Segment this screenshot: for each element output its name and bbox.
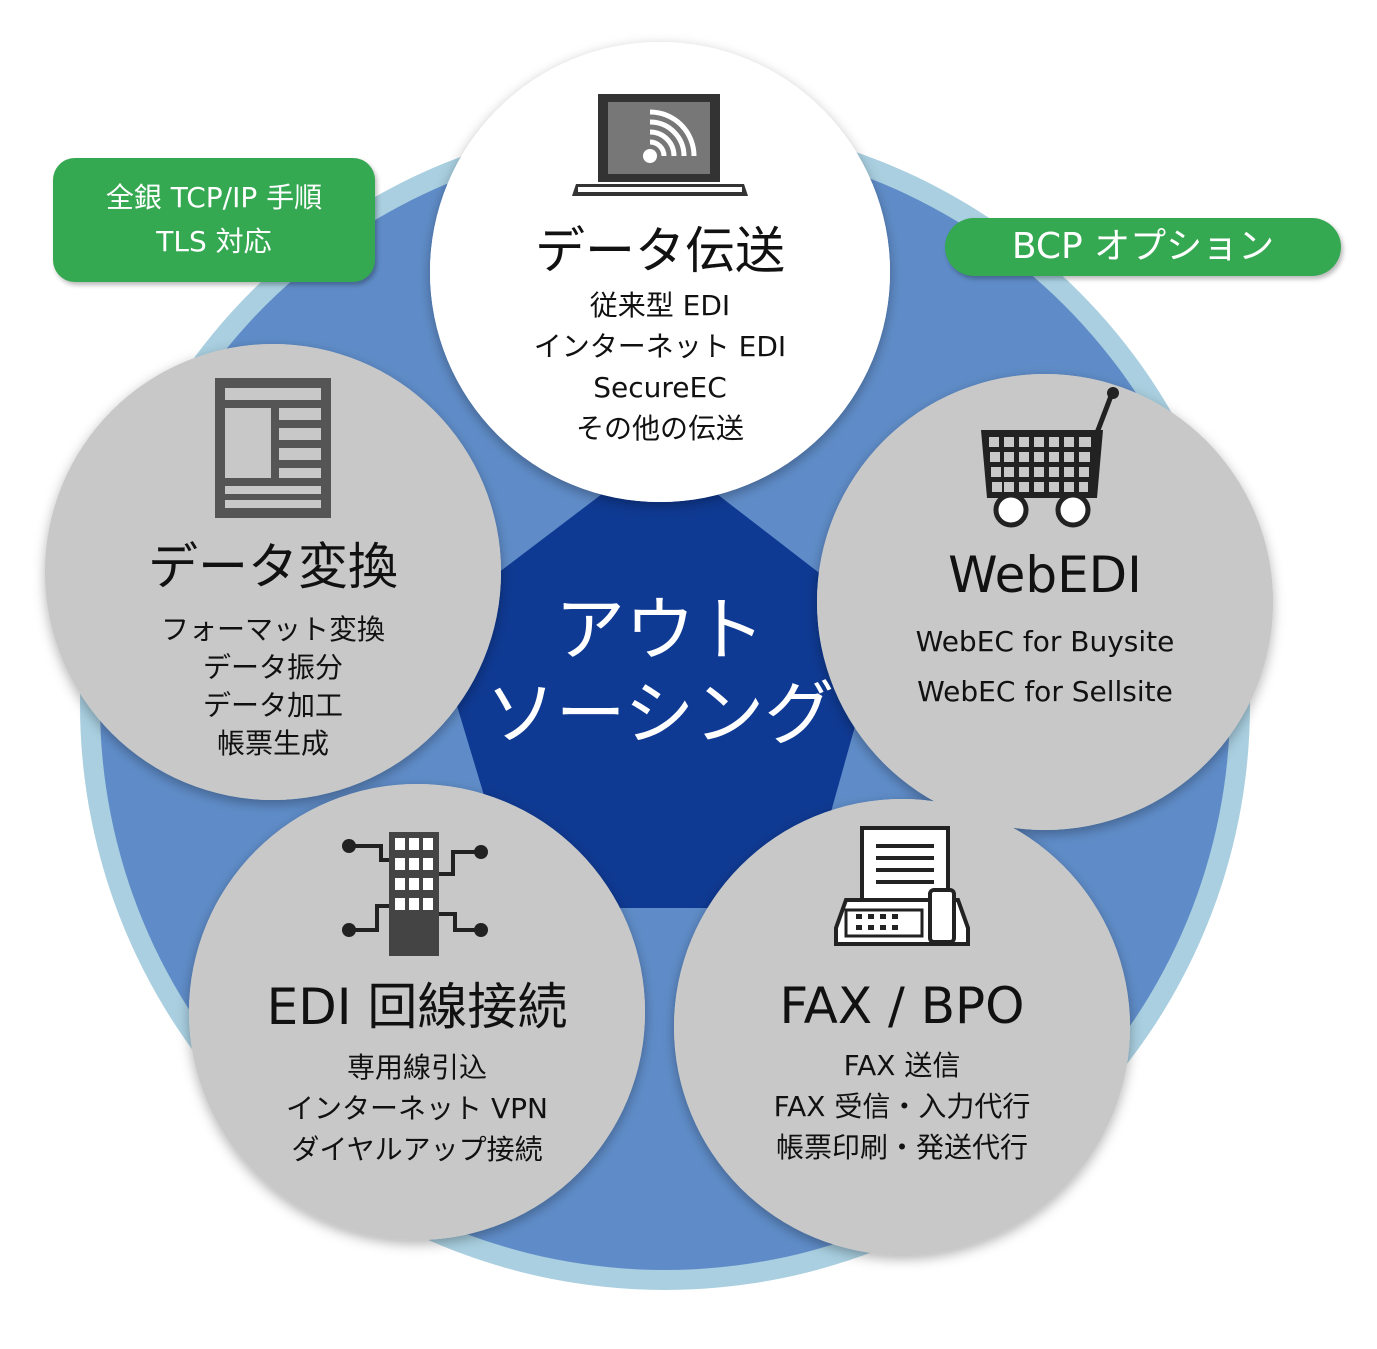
fax-machine-icon — [834, 826, 970, 946]
node-item: FAX 受信・入力代行 — [773, 1090, 1031, 1123]
node-items: FAX 送信 FAX 受信・入力代行 帳票印刷・発送代行 — [674, 1045, 1130, 1168]
node-webedi[interactable]: WebEDI WebEC for Buysite WebEC for Sells… — [817, 374, 1273, 830]
laptop-wireless-icon — [572, 94, 748, 196]
center-pentagon — [432, 450, 884, 908]
node-item: インターネット EDI — [533, 330, 787, 363]
tag-bcp-option: BCP オプション — [945, 218, 1341, 276]
node-item: 専用線引込 — [346, 1051, 487, 1084]
node-items: WebEC for Buysite WebEC for Sellsite — [817, 617, 1273, 717]
tag-zengin-tcpip: 全銀 TCP/IP 手順 TLS 対応 — [53, 158, 375, 282]
node-edi-line[interactable]: EDI 回線接続 専用線引込 インターネット VPN ダイヤルアップ接続 — [189, 784, 645, 1240]
node-item: インターネット VPN — [286, 1092, 548, 1125]
tag-line: TLS 対応 — [156, 225, 272, 258]
node-item: SecureEC — [593, 371, 727, 404]
node-item: FAX 送信 — [843, 1049, 961, 1082]
network-building-icon — [342, 832, 488, 956]
node-item: その他の伝送 — [575, 412, 744, 445]
node-title: EDI 回線接続 — [266, 978, 568, 1036]
node-item: 帳票印刷・発送代行 — [775, 1131, 1028, 1164]
node-data-conversion[interactable]: データ変換 フォーマット変換 データ振分 データ加工 帳票生成 — [45, 344, 501, 800]
node-items: フォーマット変換 データ振分 データ加工 帳票生成 — [45, 611, 501, 763]
node-fax-bpo[interactable]: FAX / BPO FAX 送信 FAX 受信・入力代行 帳票印刷・発送代行 — [674, 799, 1130, 1255]
tag-label: BCP オプション — [1011, 226, 1275, 267]
node-title: データ伝送 — [535, 222, 785, 280]
node-item: 帳票生成 — [216, 727, 329, 760]
node-item: フォーマット変換 — [160, 613, 385, 646]
node-item: WebEC for Sellsite — [917, 675, 1173, 708]
node-items: 専用線引込 インターネット VPN ダイヤルアップ接続 — [189, 1047, 645, 1170]
tag-line: 全銀 TCP/IP 手順 — [105, 181, 323, 214]
node-title: データ変換 — [148, 538, 398, 596]
shopping-cart-icon — [981, 387, 1119, 528]
node-item: 従来型 EDI — [589, 289, 731, 322]
node-items: 従来型 EDI インターネット EDI SecureEC その他の伝送 — [430, 285, 890, 449]
node-item: データ振分 — [202, 651, 343, 684]
node-item: ダイヤルアップ接続 — [291, 1133, 543, 1166]
center-label-line2: ソーシング — [485, 673, 835, 755]
center-label: アウト ソーシング — [440, 588, 880, 756]
node-item: データ加工 — [202, 689, 343, 722]
node-item: WebEC for Buysite — [915, 625, 1175, 658]
node-title: WebEDI — [948, 546, 1142, 604]
document-layout-icon — [215, 378, 331, 518]
center-label-line1: アウト — [555, 589, 765, 671]
node-data-transfer[interactable]: データ伝送 従来型 EDI インターネット EDI SecureEC その他の伝… — [430, 42, 890, 502]
node-title: FAX / BPO — [779, 977, 1025, 1035]
